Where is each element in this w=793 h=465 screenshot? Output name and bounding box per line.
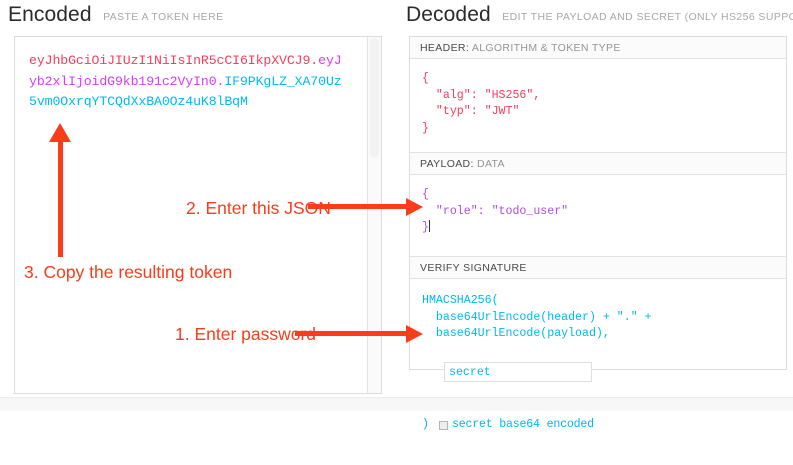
arrow-shaft	[58, 139, 63, 257]
arrow-shaft	[308, 204, 407, 209]
secret-input-wrapper	[444, 362, 592, 382]
annotation-step-1: 1. Enter password	[175, 324, 317, 344]
token-separator-1: .	[310, 53, 319, 68]
annotation-step-2: 2. Enter this JSON	[186, 198, 331, 218]
hmac-line-3: base64UrlEncode(payload),	[422, 327, 610, 340]
encoded-panel-scrollbar[interactable]	[367, 37, 381, 393]
arrow-head	[49, 123, 71, 142]
signature-body: HMACSHA256( base64UrlEncode(header) + ".…	[410, 279, 786, 431]
header-json-body[interactable]: { "alg": "HS256", "typ": "JWT" }	[410, 59, 786, 153]
jwt-token-text[interactable]: eyJhbGciOiJIUzI1NiIsInR5cCI6IkpXVCJ9.eyJ…	[29, 51, 349, 113]
signature-closing-row: ) secret base64 encoded	[422, 418, 786, 432]
signature-section: VERIFY SIGNATURE HMACSHA256( base64UrlEn…	[410, 257, 786, 431]
arrow-shaft	[295, 331, 407, 336]
base64-encoded-label[interactable]: secret base64 encoded	[451, 418, 594, 431]
header-section: HEADER: ALGORITHM & TOKEN TYPE { "alg": …	[410, 37, 786, 153]
encoded-token-panel[interactable]: eyJhbGciOiJIUzI1NiIsInR5cCI6IkpXVCJ9.eyJ…	[14, 36, 382, 394]
hmac-line-2: base64UrlEncode(header) + "." +	[422, 310, 652, 324]
decoded-panel: HEADER: ALGORITHM & TOKEN TYPE { "alg": …	[409, 36, 787, 431]
hmac-line-1: HMACSHA256(	[422, 294, 499, 307]
scrollbar-thumb[interactable]	[370, 38, 379, 158]
payload-section: PAYLOAD: DATA { "role": "todo_user" }	[410, 153, 786, 257]
payload-json-editor[interactable]: { "role": "todo_user" }	[410, 175, 786, 257]
signature-section-label: VERIFY SIGNATURE	[410, 257, 786, 279]
payload-label-strong: PAYLOAD:	[420, 158, 474, 170]
token-separator-2: .	[216, 73, 225, 89]
encoded-subtitle: PASTE A TOKEN HERE	[103, 11, 224, 23]
decoded-heading: Decoded EDIT THE PAYLOAD AND SECRET (ONL…	[406, 3, 793, 27]
token-header-segment: eyJhbGciOiJIUzI1NiIsInR5cCI6IkpXVCJ9	[29, 53, 311, 68]
payload-label-rest: DATA	[477, 158, 505, 170]
decoded-subtitle: EDIT THE PAYLOAD AND SECRET (ONLY HS256 …	[502, 11, 793, 23]
signature-label-strong: VERIFY SIGNATURE	[420, 262, 527, 274]
text-cursor	[428, 220, 430, 232]
arrow-to-token-icon	[49, 123, 71, 257]
secret-input[interactable]	[444, 362, 592, 382]
decoded-title: Decoded	[406, 3, 491, 26]
base64-encoded-checkbox[interactable]	[438, 420, 448, 430]
arrow-head	[406, 325, 423, 343]
arrow-to-secret-icon	[295, 325, 423, 343]
arrow-head	[406, 198, 423, 216]
annotation-step-3: 3. Copy the resulting token	[24, 262, 233, 282]
encoded-title: Encoded	[8, 3, 92, 26]
token-signature-segment: IF9PKgLZ_XA70Uz5vm0OxrqYTCQdXxBA0Oz4uK8l…	[29, 73, 342, 110]
header-label-rest: ALGORITHM & TOKEN TYPE	[471, 42, 621, 54]
header-section-label: HEADER: ALGORITHM & TOKEN TYPE	[410, 37, 786, 59]
page-bottom-strip	[0, 397, 793, 411]
token-payload-segment: eyJyb2xlIjoidG9kb191c2VyIn0	[29, 53, 342, 89]
header-label-strong: HEADER:	[420, 42, 470, 54]
encoded-heading: Encoded PASTE A TOKEN HERE	[8, 3, 223, 27]
arrow-to-payload-icon	[308, 198, 423, 216]
payload-section-label: PAYLOAD: DATA	[410, 153, 786, 175]
payload-json-body: { "role": "todo_user" }	[422, 188, 569, 234]
closing-paren: )	[422, 418, 429, 431]
